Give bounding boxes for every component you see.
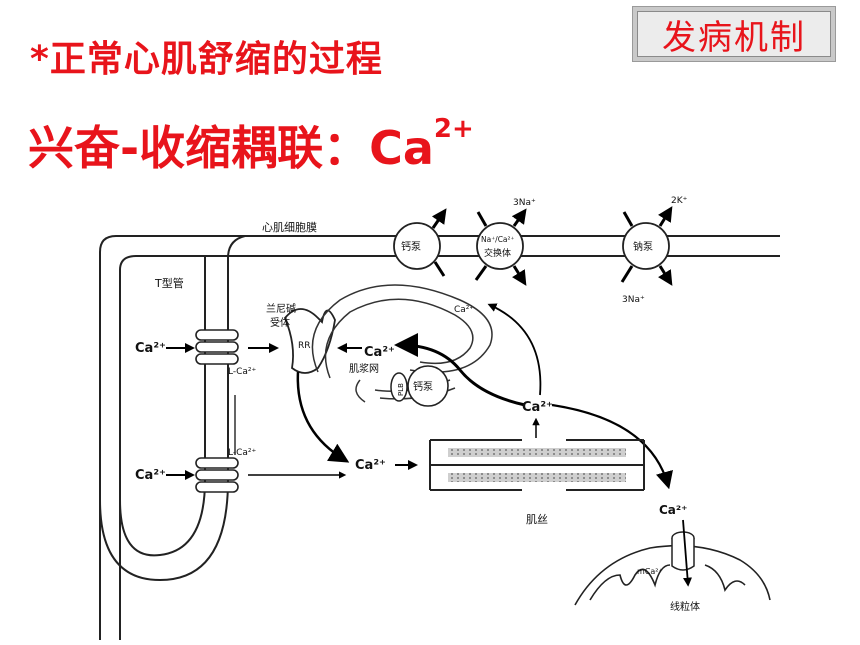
ca-extracellular-lower: Ca²⁺	[135, 468, 166, 483]
ca-cyto: Ca²⁺	[355, 458, 386, 473]
mito-ca-channel	[671, 519, 695, 587]
page-title: *正常心肌舒缩的过程	[30, 39, 383, 80]
mito-label: 线粒体	[670, 600, 700, 613]
ca-under-pump: Ca²⁺	[454, 305, 474, 315]
serca-pump	[407, 365, 449, 407]
plb-label: PLB	[397, 383, 405, 396]
mca-label: mCa²⁺	[637, 567, 663, 576]
ca-released: Ca²⁺	[364, 345, 395, 360]
ncx-label-2: 交换体	[484, 247, 511, 259]
sr-label: 肌浆网	[349, 362, 379, 375]
subtitle-text: 兴奋-收缩耦联：Ca	[28, 121, 434, 175]
ca-mito: Ca²⁺	[659, 503, 688, 517]
ca-center: Ca²⁺	[522, 400, 553, 415]
ryr-label-2: 受体	[270, 317, 290, 329]
subtitle-superscript: 2+	[433, 114, 474, 144]
arrow-center-to-mito	[551, 403, 673, 490]
lca-label-lower: L-Ca²⁺	[228, 448, 257, 458]
t-tubule	[99, 235, 246, 582]
sodium-pump	[620, 206, 673, 286]
arrow-center-to-pump	[487, 303, 542, 396]
ca-pump-label: 钙泵	[401, 240, 421, 253]
rr-label: RR	[298, 341, 311, 351]
serca-label: 钙泵	[413, 380, 433, 393]
t-tubule-label: T型管	[154, 276, 184, 290]
ncx-label-1: Na⁺/Ca²⁺	[481, 235, 515, 244]
k2-label: 2K⁺	[671, 196, 688, 206]
arrow-rr-to-cyto	[296, 371, 350, 463]
myofilaments	[429, 439, 645, 491]
lca-label-upper: L-Ca²⁺	[228, 367, 257, 377]
ryanodine-receptor	[283, 308, 336, 374]
myofil-label: 肌丝	[526, 513, 548, 526]
plb	[390, 372, 408, 402]
tag-label: 发病机制	[637, 11, 831, 58]
cell-membrane	[99, 235, 780, 642]
calcium-pump	[393, 208, 447, 277]
subtitle: 兴奋-收缩耦联：Ca2+	[28, 112, 474, 178]
ryr-label-1: 兰尼碱	[266, 302, 296, 315]
membrane-label: 心肌细胞膜	[262, 221, 317, 234]
ca-extracellular-upper: Ca²⁺	[135, 341, 166, 356]
na-pump-label: 钠泵	[633, 240, 653, 253]
l-type-channel-lower	[195, 457, 239, 493]
l-type-channel-upper	[195, 329, 239, 365]
na3-top-label: 3Na⁺	[513, 198, 536, 208]
arrow-center-to-sr	[394, 333, 526, 407]
ncx-exchanger	[474, 208, 527, 286]
na3-bottom-label: 3Na⁺	[622, 295, 645, 305]
tag-box: 发病机制	[632, 6, 836, 62]
